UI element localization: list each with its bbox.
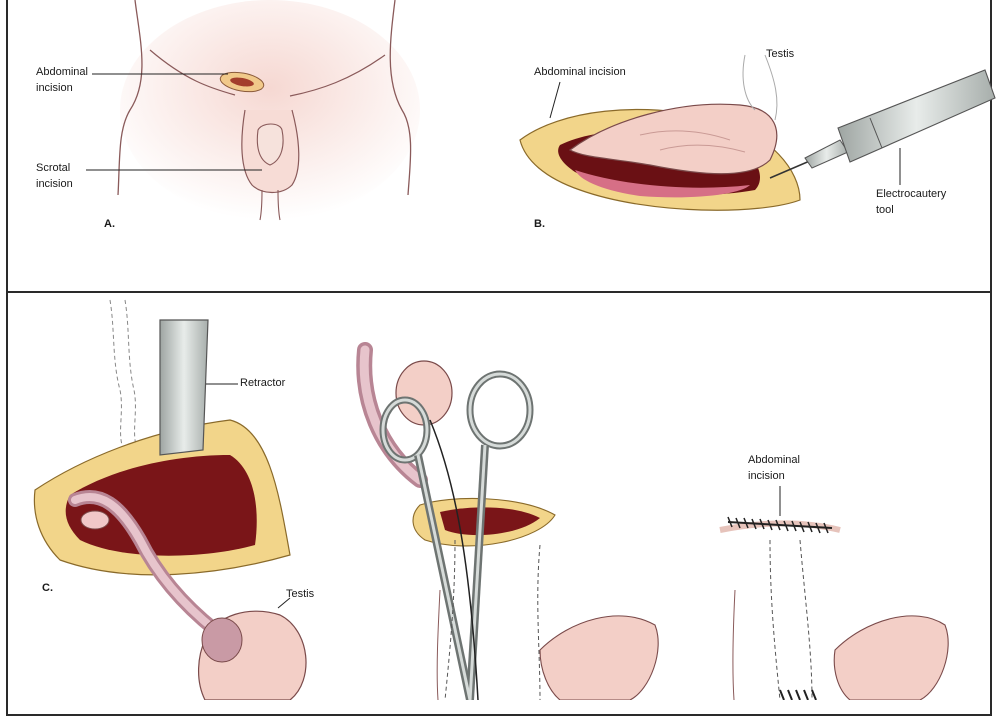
- scissor-blade-left-hl: [416, 454, 472, 700]
- tool-handle: [837, 69, 996, 163]
- penis-d: [539, 615, 659, 700]
- panel-a-abdominal-label-2: incision: [36, 82, 73, 94]
- panel-b-tool-label-1: Electrocautery: [876, 188, 947, 200]
- spermatic-cord-inner: [71, 492, 219, 634]
- scrotal-stitches: [779, 689, 817, 700]
- panel-a-abdominal-label-1: Abdominal: [36, 66, 88, 78]
- retractor-blade: [159, 319, 209, 456]
- panel-e-abdominal-label-1: Abdominal: [748, 454, 800, 466]
- dashed-guide-d1: [444, 539, 456, 700]
- tool-tip: [769, 159, 813, 179]
- dashed-guide-e2: [799, 539, 813, 700]
- cord-loop: [80, 510, 110, 530]
- panel-d-clamp: [356, 342, 659, 700]
- dashed-guide-2: [124, 299, 137, 446]
- abdominal-incision-wound: [230, 77, 254, 87]
- right-groin-line: [289, 54, 386, 97]
- electrocautery-tool: [769, 69, 996, 185]
- leg-line-left: [259, 189, 263, 221]
- scissor-blade-right-hl: [468, 444, 487, 700]
- incision-d: [440, 507, 540, 536]
- testis-vein-2: [659, 144, 746, 153]
- body-left-outline: [117, 0, 143, 196]
- tissue-cavity: [65, 455, 257, 556]
- testis-vein-1: [639, 130, 731, 141]
- cord-d-inner: [359, 345, 425, 485]
- left-groin-line: [149, 49, 236, 96]
- suture-stitches: [727, 516, 829, 534]
- panel-a-body: [86, 0, 420, 221]
- abdominal-incision-leader-b: [549, 81, 561, 119]
- dashed-guide-d2: [537, 544, 541, 700]
- penis-e: [833, 615, 949, 700]
- panel-e-closure: [719, 486, 949, 700]
- testis-b: [568, 103, 778, 175]
- testis-cap: [201, 617, 243, 663]
- tool-cone: [804, 139, 849, 169]
- dashed-guide-e1: [769, 539, 781, 700]
- panel-c-letter: C.: [42, 582, 53, 594]
- leg-line-right: [277, 189, 281, 221]
- panel-b-tool-label-2: tool: [876, 204, 894, 216]
- panel-a-scrotal-label-2: incision: [36, 178, 73, 190]
- testis-leader-c: [277, 597, 291, 609]
- panel-c-retractor: [33, 299, 307, 700]
- tool-ring: [869, 117, 883, 149]
- penis-outline: [256, 123, 284, 166]
- illustration-canvas: [33, 0, 996, 700]
- inner-tissue: [575, 170, 750, 198]
- panel-a-letter: A.: [104, 218, 115, 230]
- testis-leader-line-2: [764, 54, 778, 121]
- body-right-outline: [389, 0, 412, 196]
- body-outline-d: [436, 589, 441, 700]
- panel-c-testis-label: Testis: [286, 588, 315, 600]
- row-divider: [6, 291, 992, 293]
- panel-e-abdominal-label-2: incision: [748, 470, 785, 482]
- panel-b-abdominal-label: Abdominal incision: [534, 66, 626, 78]
- panel-b-testis-label: Testis: [766, 48, 795, 60]
- scissor-ring-right-hl: [468, 372, 532, 448]
- scissor-ring-left-hl: [381, 398, 429, 462]
- panel-a-scrotal-label-1: Scrotal: [36, 162, 71, 174]
- panel-b-incision: [519, 54, 996, 211]
- suture-thread: [429, 419, 479, 700]
- testis-leader-line: [742, 54, 756, 111]
- body-outline-e: [732, 589, 736, 700]
- panel-b-letter: B.: [534, 218, 545, 230]
- panel-c-retractor-label: Retractor: [240, 377, 286, 389]
- dashed-guide-1: [109, 299, 123, 446]
